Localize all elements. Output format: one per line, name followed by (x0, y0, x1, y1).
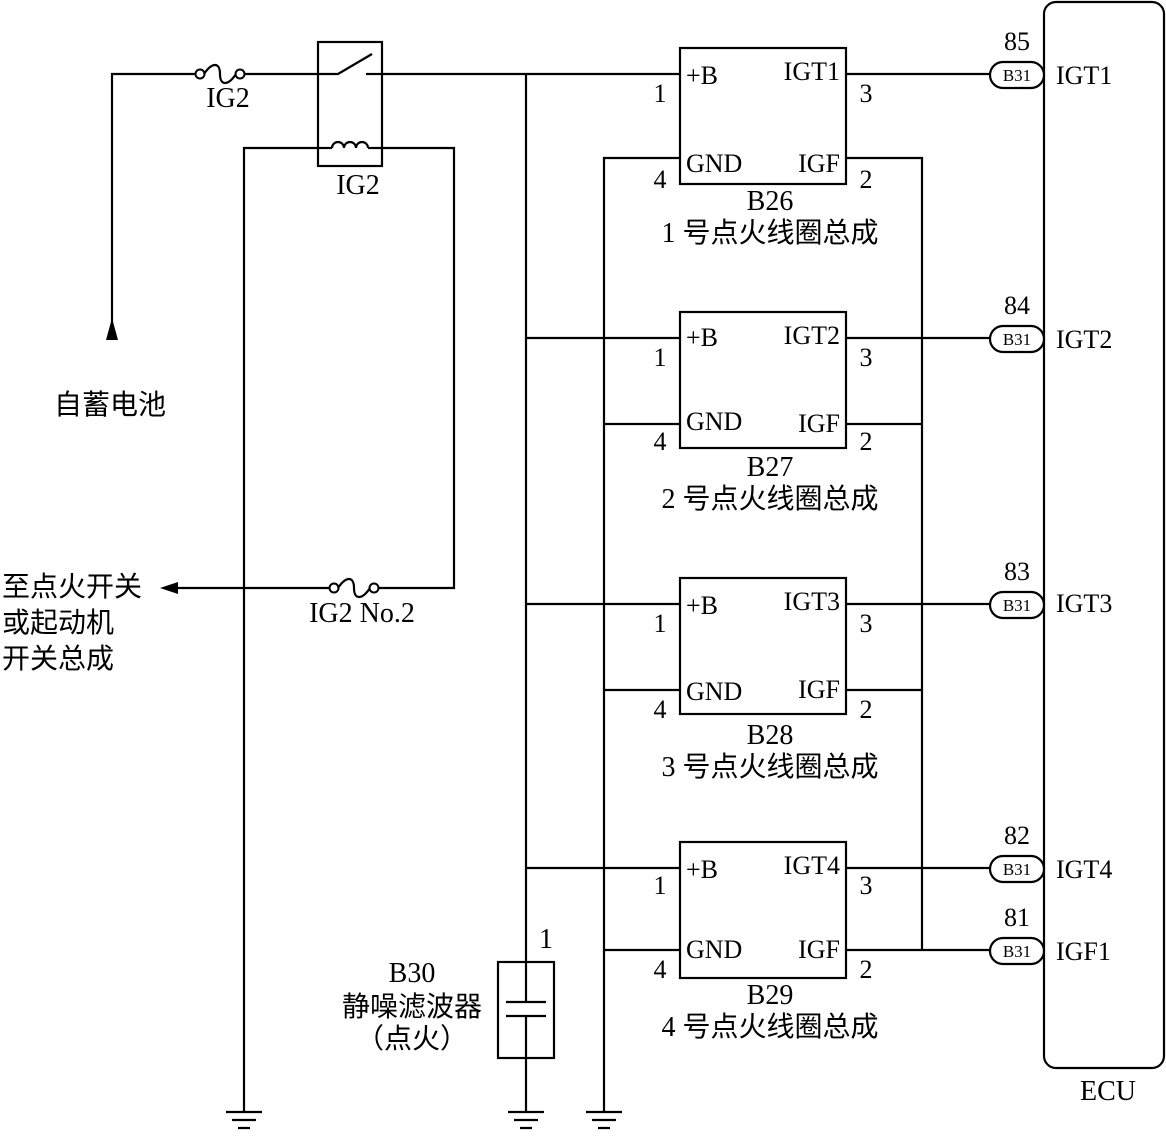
fuse-ig2-icon (194, 63, 246, 85)
coil-igf-pin: IGF (798, 935, 840, 964)
to-switch-label-line1: 至点火开关 (2, 571, 142, 603)
coil-pin-2: 2 (860, 695, 873, 724)
ground-icon (586, 1110, 622, 1130)
ecu-signal: IGT1 (1056, 61, 1112, 90)
coil-pin-2: 2 (860, 165, 873, 194)
ecu-pin-number: 83 (1004, 557, 1030, 586)
coil-code: B26 (747, 186, 794, 217)
coil-gnd-pin: GND (686, 677, 742, 706)
noise-filter-b30 (496, 960, 556, 1060)
coil-code: B27 (747, 452, 794, 483)
ecu-signal: IGT3 (1056, 589, 1112, 618)
relay-switch-icon (318, 53, 382, 76)
connector-b31-icon (988, 60, 1046, 90)
ecu-pin-81: B31 81 IGF1 (988, 903, 1111, 966)
filter-name-label: 静噪滤波器 (342, 991, 482, 1023)
ecu-pin-number: 85 (1004, 27, 1030, 56)
coil-name: 3 号点火线圈总成 (661, 751, 878, 783)
ecu-signal: IGF1 (1056, 937, 1111, 966)
arrow-left-icon (160, 582, 178, 594)
coil-pin-4: 4 (654, 695, 667, 724)
coil-pin-3: 3 (860, 343, 873, 372)
coil-igt-pin: IGT4 (784, 851, 840, 880)
ecu-label: ECU (1080, 1076, 1136, 1107)
connector-b31-icon (988, 936, 1046, 966)
ground-icon (508, 1110, 544, 1130)
power-bus (382, 72, 680, 1112)
coil-pin-4: 4 (654, 955, 667, 984)
connector-b31-icon (988, 590, 1046, 620)
relay-ig2-label: IG2 (336, 170, 380, 201)
coil-igt-pin: IGT3 (784, 587, 840, 616)
coil-plusb-pin: +B (686, 591, 718, 620)
coil-pin-4: 4 (654, 165, 667, 194)
ground-icon (226, 1110, 262, 1130)
coil-plusb-pin: +B (686, 323, 718, 352)
fuse-ig2-no2-label: IG2 No.2 (309, 598, 415, 629)
coil-gnd-pin: GND (686, 935, 742, 964)
coil-igf-pin: IGF (798, 675, 840, 704)
relay-coil-icon (318, 140, 382, 150)
coil-pin-1: 1 (654, 609, 667, 638)
connector-code: B31 (1003, 860, 1031, 879)
coil-name: 2 号点火线圈总成 (661, 483, 878, 515)
coil-code: B29 (747, 980, 794, 1011)
igf-bus (846, 156, 990, 952)
coil-igf-pin: IGF (798, 149, 840, 178)
ecu-pin-83: B31 83 IGT3 (988, 557, 1112, 620)
ecu-pin-82: B31 82 IGT4 (988, 821, 1112, 884)
relay-ig2 (316, 40, 384, 168)
coil-plusb-pin: +B (686, 61, 718, 90)
ignition-coil-b27: +B IGT2 GND IGF 1 3 4 2 B27 2 号点火线圈总成 (654, 310, 879, 515)
coil-code: B28 (747, 720, 794, 751)
coil-pin-3: 3 (860, 609, 873, 638)
to-switch-label-line2: 或起动机 (2, 607, 114, 639)
connector-code: B31 (1003, 330, 1031, 349)
coil-pin-1: 1 (654, 79, 667, 108)
battery-feed-wiring (106, 40, 456, 1130)
connector-code: B31 (1003, 596, 1031, 615)
igt-wires (846, 72, 990, 870)
filter-code-label: B30 (389, 958, 436, 989)
filter-sub-label: （点火） (356, 1023, 468, 1055)
battery-label: 自蓄电池 (54, 389, 166, 421)
coil-gnd-pin: GND (686, 149, 742, 178)
connector-b31-icon (988, 854, 1046, 884)
coil-name: 4 号点火线圈总成 (661, 1011, 878, 1043)
coil-igf-pin: IGF (798, 409, 840, 438)
ecu-signal: IGT2 (1056, 325, 1112, 354)
coil-pin-2: 2 (860, 955, 873, 984)
fuse-ig2-no2-icon (328, 577, 380, 599)
connector-code: B31 (1003, 66, 1031, 85)
ecu-pin-84: B31 84 IGT2 (988, 291, 1112, 354)
coil-name: 1 号点火线圈总成 (661, 217, 878, 249)
coil-pin-1: 1 (654, 871, 667, 900)
coil-pin-3: 3 (860, 79, 873, 108)
ground-bus (602, 156, 680, 1112)
connector-code: B31 (1003, 942, 1031, 961)
coil-pin-3: 3 (860, 871, 873, 900)
ecu-pin-number: 81 (1004, 903, 1030, 932)
to-switch-label-line3: 开关总成 (2, 643, 114, 675)
coil-pin-4: 4 (654, 427, 667, 456)
ecu-pin-number: 84 (1004, 291, 1030, 320)
coil-pin-2: 2 (860, 427, 873, 456)
ecu-pin-85: B31 85 IGT1 (988, 27, 1112, 90)
arrow-up-icon (106, 318, 118, 340)
ignition-coil-b28: +B IGT3 GND IGF 1 3 4 2 B28 3 号点火线圈总成 (654, 576, 879, 783)
ignition-coil-b29: +B IGT4 GND IGF 1 3 4 2 B29 4 号点火线圈总成 (654, 840, 879, 1043)
coil-igt-pin: IGT2 (784, 321, 840, 350)
ecu-block (1042, 0, 1166, 1070)
ecu-pin-number: 82 (1004, 821, 1030, 850)
coil-igt-pin: IGT1 (784, 57, 840, 86)
filter-pin-label: 1 (539, 924, 553, 955)
coil-pin-1: 1 (654, 343, 667, 372)
ignition-coil-b26: +B IGT1 GND IGF 1 3 4 2 B26 1 号点火线圈总成 (654, 46, 879, 249)
fuse-ig2-label: IG2 (206, 83, 250, 114)
connector-b31-icon (988, 324, 1046, 354)
coil-plusb-pin: +B (686, 855, 718, 884)
coil-gnd-pin: GND (686, 407, 742, 436)
ecu-signal: IGT4 (1056, 855, 1112, 884)
